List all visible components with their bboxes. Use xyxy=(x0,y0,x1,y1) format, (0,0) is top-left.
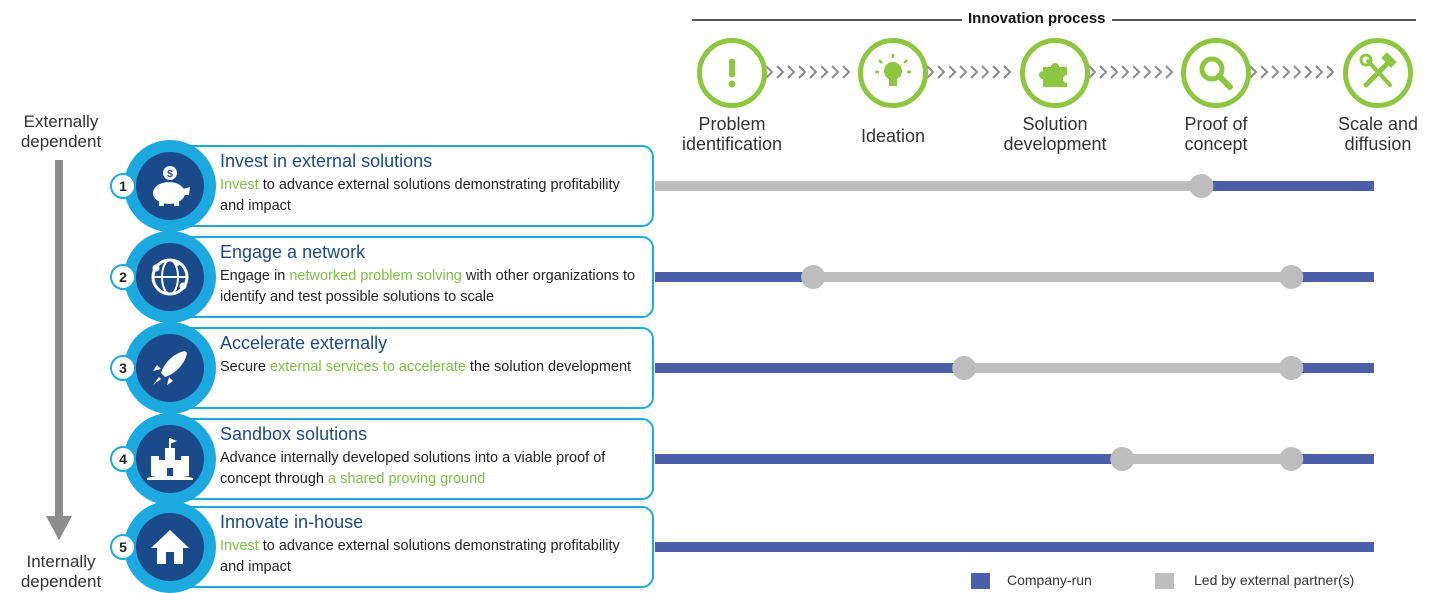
model-description: Invest to advance external solutions dem… xyxy=(220,177,620,214)
legend-company-swatch xyxy=(971,573,990,589)
partner-led-segment xyxy=(813,272,1292,282)
model-title: Invest in external solutions xyxy=(220,151,433,171)
company-run-segment xyxy=(655,454,1374,464)
stage-circle-2 xyxy=(858,38,928,108)
stage-circle-5 xyxy=(1343,38,1413,108)
puzzle-icon xyxy=(1035,53,1075,93)
partner-led-segment xyxy=(1122,454,1292,464)
globe-network-icon xyxy=(147,254,193,300)
handoff-marker xyxy=(801,265,826,289)
stage-label-3: Solution development xyxy=(1003,114,1107,154)
stage-chevrons-4 xyxy=(1249,65,1335,79)
handoff-marker xyxy=(952,356,977,380)
stage-label-4: Proof of concept xyxy=(1184,114,1248,154)
tools-icon xyxy=(1356,51,1400,95)
model-description: Invest to advance external solutions dem… xyxy=(220,538,620,575)
model-number: 4 xyxy=(110,446,136,472)
legend-company-label: Company-run xyxy=(1007,572,1092,588)
model-title: Innovate in-house xyxy=(220,512,364,532)
stage-circle-4 xyxy=(1181,38,1251,108)
handoff-marker xyxy=(1189,174,1214,198)
stage-label-1: Problem identification xyxy=(681,114,783,154)
piggy-bank-icon: $ xyxy=(147,163,193,209)
exclamation-icon xyxy=(712,53,752,93)
handoff-marker xyxy=(1279,447,1304,471)
handoff-marker xyxy=(1279,265,1304,289)
stage-chevrons-1 xyxy=(765,65,851,79)
model-icon-ring xyxy=(124,501,216,593)
model-bar-3 xyxy=(655,356,1374,380)
model-bar-2 xyxy=(655,265,1374,289)
model-title: Sandbox solutions xyxy=(220,424,368,444)
handoff-marker xyxy=(1279,356,1304,380)
model-bar-4 xyxy=(655,447,1374,471)
model-number: 5 xyxy=(110,534,136,560)
model-title: Accelerate externally xyxy=(220,333,388,353)
company-run-segment xyxy=(655,542,1374,552)
model-number: 2 xyxy=(110,264,136,290)
house-icon xyxy=(147,524,193,570)
stage-circle-1 xyxy=(697,38,767,108)
dependency-arrow xyxy=(46,160,72,540)
model-number: 1 xyxy=(110,173,136,199)
stage-label-5: Scale and diffusion xyxy=(1337,114,1419,154)
model-icon-ring xyxy=(124,322,216,414)
model-icon-ring: $ xyxy=(124,140,216,232)
legend-partner-swatch xyxy=(1155,573,1174,589)
handoff-marker xyxy=(1110,447,1135,471)
model-icon-ring xyxy=(124,413,216,505)
axis-top-label: Externally dependent xyxy=(20,112,102,151)
model-description: Engage in networked problem solving with… xyxy=(220,268,636,305)
magnifier-icon xyxy=(1194,51,1238,95)
stage-chevrons-3 xyxy=(1088,65,1174,79)
model-icon-ring xyxy=(124,231,216,323)
stage-label-2: Ideation xyxy=(860,126,926,146)
stage-chevrons-2 xyxy=(926,65,1012,79)
lightbulb-icon xyxy=(871,51,915,95)
process-title: Innovation process xyxy=(962,10,1112,27)
model-description: Advance internally developed solutions i… xyxy=(220,450,606,487)
stage-circle-3 xyxy=(1020,38,1090,108)
model-title: Engage a network xyxy=(220,242,366,262)
rocket-icon xyxy=(147,345,193,391)
model-bar-1 xyxy=(655,174,1374,198)
model-description: Secure external services to accelerate t… xyxy=(220,359,632,375)
partner-led-segment xyxy=(964,363,1292,373)
svg-text:$: $ xyxy=(167,169,173,180)
model-bar-5 xyxy=(655,542,1374,552)
axis-bottom-label: Internally dependent xyxy=(20,552,102,591)
partner-led-segment xyxy=(655,181,1202,191)
model-number: 3 xyxy=(110,355,136,381)
castle-icon xyxy=(145,436,195,482)
legend-partner-label: Led by external partner(s) xyxy=(1194,572,1355,588)
